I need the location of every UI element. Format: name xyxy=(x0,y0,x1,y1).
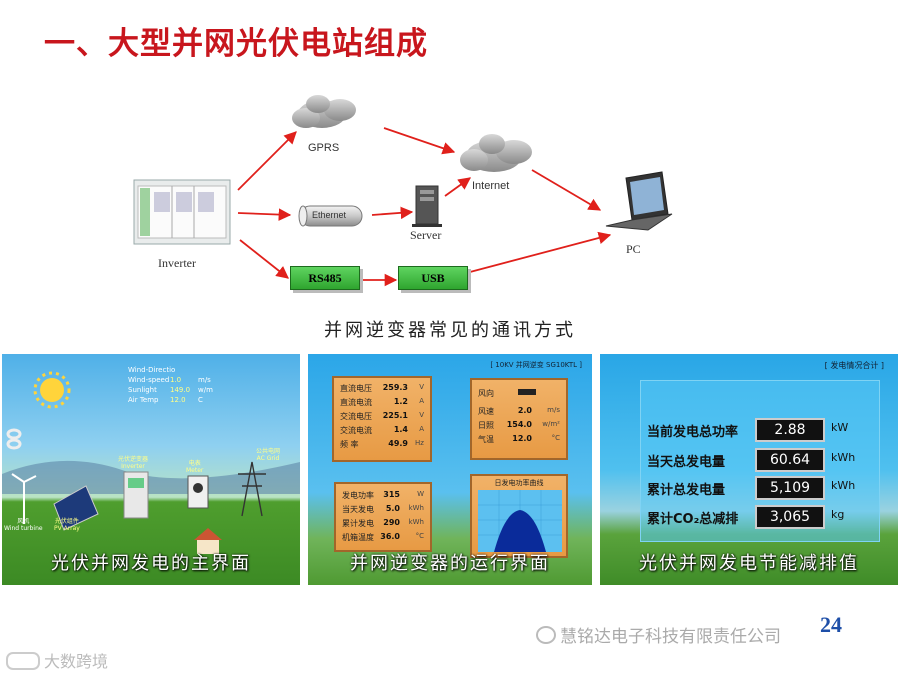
usb-box: USB xyxy=(398,266,468,290)
chain-icon xyxy=(8,430,20,448)
laptop-pc-icon xyxy=(606,172,672,230)
server-icon xyxy=(412,186,442,227)
savings-screen-header: [ 发电情况合计 ] xyxy=(825,360,884,371)
logo-icon xyxy=(6,652,40,670)
inverter-cabinet-icon xyxy=(124,472,148,518)
run-screen-header: [ 10KV 并网逆变 SG10KTL ] xyxy=(490,360,582,370)
main-screen-caption: 光伏并网发电的主界面 xyxy=(2,549,300,575)
internet-label: Internet xyxy=(472,180,509,192)
server-label: Server xyxy=(410,228,441,243)
diagram-caption: 并网逆变器常见的通讯方式 xyxy=(0,316,900,342)
rs485-box: RS485 xyxy=(290,266,360,290)
ethernet-label: Ethernet xyxy=(312,210,346,220)
company-watermark: 慧铭达电子科技有限责任公司 xyxy=(536,622,781,647)
turbine-label: 风机 Wind turbine xyxy=(4,516,43,532)
inverter-label: Inverter xyxy=(158,256,196,271)
power-curve-plot xyxy=(478,490,562,552)
internet-cloud-icon xyxy=(460,134,532,172)
meter-label: 电表 Meter xyxy=(186,458,203,474)
inverter-icon xyxy=(134,180,230,244)
gprs-cloud-icon xyxy=(292,95,356,128)
inverter-tag-label: 光伏逆变器 Inverter xyxy=(118,454,148,470)
wechat-icon xyxy=(536,626,556,644)
run-screen-caption: 并网逆变器的运行界面 xyxy=(308,549,592,575)
gprs-label: GPRS xyxy=(308,142,339,154)
weather-row: Wind-Directio xyxy=(128,366,238,376)
page-number: 24 xyxy=(820,612,842,638)
sun-icon xyxy=(35,373,69,407)
meter-icon xyxy=(188,476,208,508)
grid-label: 公共电网 AC Grid xyxy=(256,446,280,462)
readout-row: 风向 xyxy=(478,388,560,401)
power-curve-card: 日发电功率曲线 xyxy=(470,474,568,558)
pc-label: PC xyxy=(626,242,641,257)
source-watermark: 大数跨境 xyxy=(6,648,108,672)
power-curve-title: 日发电功率曲线 xyxy=(472,478,566,488)
savings-screen-caption: 光伏并网发电节能减排值 xyxy=(600,549,898,575)
array-label: 光伏组件 PV Array xyxy=(54,516,80,532)
